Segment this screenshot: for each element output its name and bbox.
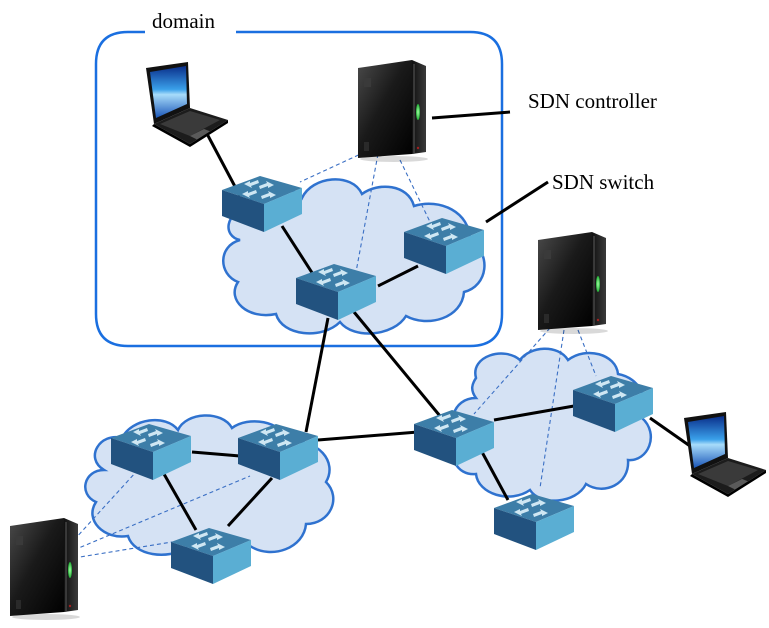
data-link: [203, 129, 242, 197]
data-link: [352, 311, 442, 417]
data-link: [377, 264, 419, 288]
switch-icon[interactable]: [494, 494, 574, 550]
sdn-controller-label: SDN controller: [528, 89, 657, 113]
controller-label-leader: [431, 110, 511, 120]
data-link: [649, 416, 691, 448]
control-link: [473, 327, 551, 415]
data-link: [480, 451, 510, 501]
data-link: [162, 473, 198, 531]
sdn-controller-server-icon[interactable]: [357, 59, 429, 163]
control-link: [73, 541, 173, 559]
data-link: [226, 476, 274, 528]
sdn-switch-label: SDN switch: [552, 170, 655, 194]
data-links: [162, 110, 691, 531]
domain-boundary: [94, 30, 504, 348]
control-link: [73, 475, 251, 551]
laptop-icon[interactable]: [146, 62, 228, 147]
laptop-icon[interactable]: [684, 412, 766, 497]
server-icon[interactable]: [537, 231, 609, 335]
control-link: [73, 471, 137, 541]
control-link: [399, 159, 433, 227]
domain-label: domain: [152, 9, 215, 33]
control-link: [577, 329, 597, 377]
data-link: [317, 430, 419, 442]
server-icon[interactable]: [9, 517, 81, 621]
control-link: [299, 151, 366, 183]
control-link: [355, 153, 379, 273]
data-link: [304, 317, 330, 433]
data-link: [191, 450, 241, 458]
data-link: [493, 404, 575, 422]
switch-label-leader: [485, 180, 549, 224]
